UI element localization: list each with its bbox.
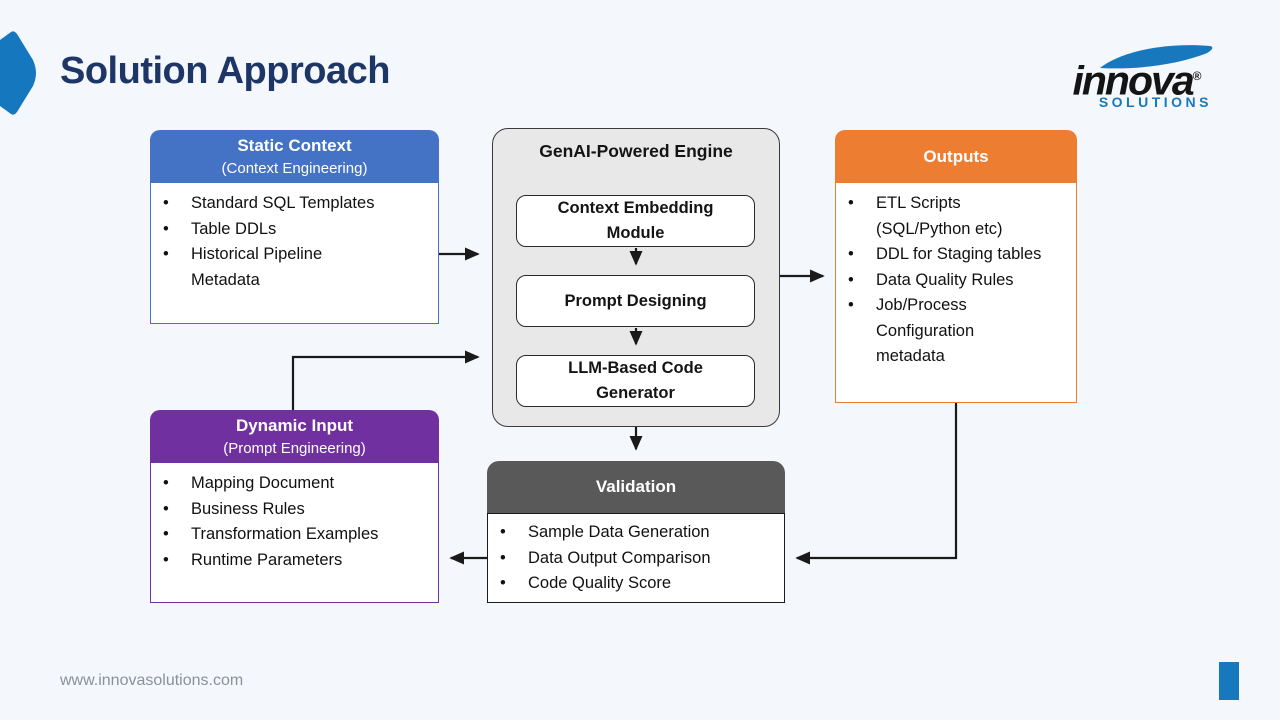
outputs-box: Outputs ETL Scripts (SQL/Python etc) DDL… [835,130,1077,403]
dynamic-input-list: Mapping Document Business Rules Transfor… [151,463,438,573]
list-item: Table DDLs [151,217,432,243]
static-context-header: Static Context (Context Engineering) [150,130,439,183]
static-context-subtitle: (Context Engineering) [221,160,368,177]
module-context-embedding: Context Embedding Module [516,195,755,247]
dynamic-input-box: Dynamic Input (Prompt Engineering) Mappi… [150,410,439,603]
validation-title: Validation [595,477,677,496]
logo-wordmark: innova® [1052,56,1222,101]
validation-box: Validation Sample Data Generation Data O… [487,461,785,603]
outputs-title: Outputs [923,146,989,166]
logo-registered-mark: ® [1192,69,1202,83]
static-context-title: Static Context [237,136,352,155]
module-prompt-designing: Prompt Designing [516,275,755,327]
page-title: Solution Approach [60,50,390,92]
logo-subtext: SOLUTIONS [1098,94,1212,110]
list-item: Data Output Comparison [488,546,778,572]
genai-engine-box: GenAI-Powered Engine Context Embedding M… [492,128,780,427]
list-item: Data Quality Rules [836,268,1070,294]
static-context-list: Standard SQL Templates Table DDLs Histor… [151,183,438,293]
corner-accent-block [1219,662,1239,700]
footer-url: www.innovasolutions.com [60,672,244,689]
arrow-dynamic-to-engine [291,350,480,410]
list-item: Job/Process Configuration metadata [836,293,1070,370]
dynamic-input-subtitle: (Prompt Engineering) [223,440,366,457]
list-item: Mapping Document [151,471,432,497]
logo-wordmark-text: innova [1072,57,1195,104]
static-context-box: Static Context (Context Engineering) Sta… [150,130,439,324]
list-item: Code Quality Score [488,571,778,597]
genai-engine-title: GenAI-Powered Engine [539,141,733,161]
module-llm-code-generator: LLM-Based Code Generator [516,355,755,407]
outputs-body: ETL Scripts (SQL/Python etc) DDL for Sta… [835,183,1077,403]
arrow-outputs-to-validation [795,403,958,565]
outputs-header: Outputs [835,130,1077,183]
dynamic-input-header: Dynamic Input (Prompt Engineering) [150,410,439,463]
validation-body: Sample Data Generation Data Output Compa… [487,513,785,603]
static-context-body: Standard SQL Templates Table DDLs Histor… [150,183,439,324]
list-item: ETL Scripts (SQL/Python etc) [836,191,1070,242]
list-item: Standard SQL Templates [151,191,432,217]
innova-solutions-logo: innova® SOLUTIONS [1052,42,1222,110]
outputs-list: ETL Scripts (SQL/Python etc) DDL for Sta… [836,183,1076,370]
list-item: Historical Pipeline Metadata [151,242,432,293]
logo-swoosh-icon [1100,45,1213,69]
dynamic-input-body: Mapping Document Business Rules Transfor… [150,463,439,603]
validation-header: Validation [487,461,785,513]
dynamic-input-title: Dynamic Input [235,416,354,435]
list-item: DDL for Staging tables [836,242,1070,268]
list-item: Runtime Parameters [151,548,432,574]
list-item: Sample Data Generation [488,520,778,546]
chevron-accent-shape [0,31,36,115]
list-item: Transformation Examples [151,522,432,548]
validation-list: Sample Data Generation Data Output Compa… [488,514,784,597]
list-item: Business Rules [151,497,432,523]
